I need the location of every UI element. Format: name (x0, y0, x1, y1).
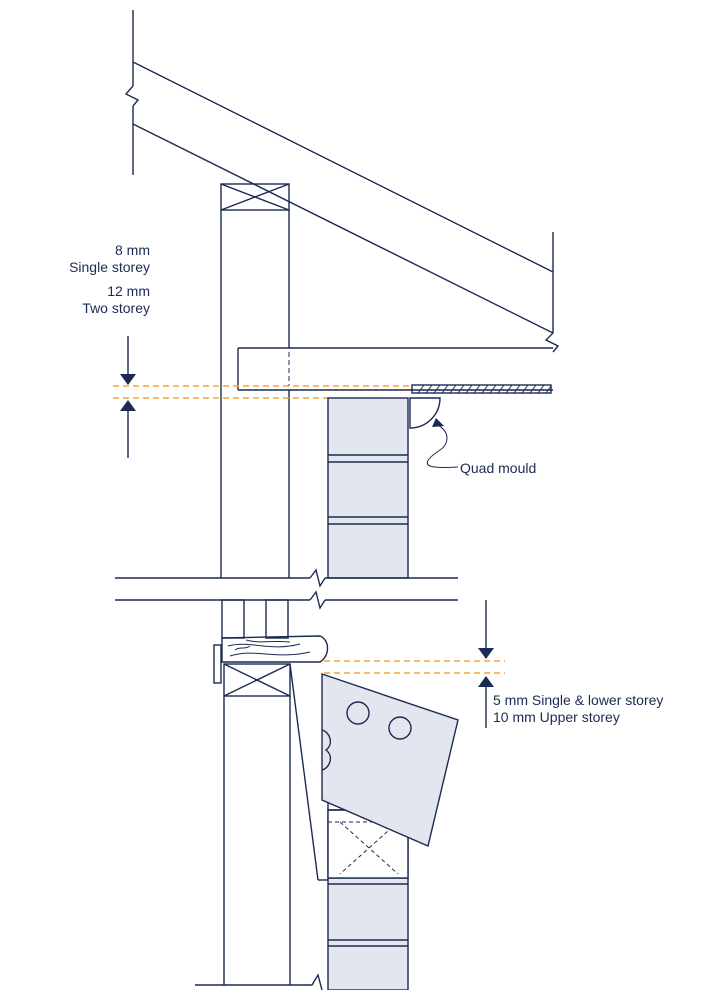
lower-stud (223, 663, 328, 985)
ceiling-joist (237, 347, 553, 391)
timber-plate (213, 635, 329, 684)
lower-top-plate (223, 663, 291, 697)
upper-stud (220, 210, 290, 578)
quad-mould-label: Quad mould (460, 460, 537, 476)
gap-bottom-label-1: 5 mm Single & lower storey (493, 692, 664, 708)
ceiling-lining (411, 384, 552, 394)
lower-masonry (327, 809, 409, 991)
upper-gap-arrows (120, 336, 136, 458)
gap-top-label-1: 8 mm (115, 242, 150, 258)
top-plate (220, 183, 290, 211)
gap-bottom-label-2: 10 mm Upper storey (493, 709, 620, 725)
gap-top-label-2: Single storey (69, 259, 150, 275)
lower-gap-arrows (478, 600, 494, 728)
rafter (132, 61, 560, 353)
upper-masonry (327, 397, 409, 579)
upper-left-post (124, 10, 140, 175)
quad-mould (409, 397, 441, 429)
gap-top-label-3: 12 mm (107, 283, 150, 299)
quad-mould-leader (426, 423, 459, 469)
tilted-sill-brick (321, 673, 459, 847)
bottom-break (195, 973, 323, 991)
gap-top-label-4: Two storey (82, 300, 150, 316)
lower-posts (221, 599, 289, 639)
